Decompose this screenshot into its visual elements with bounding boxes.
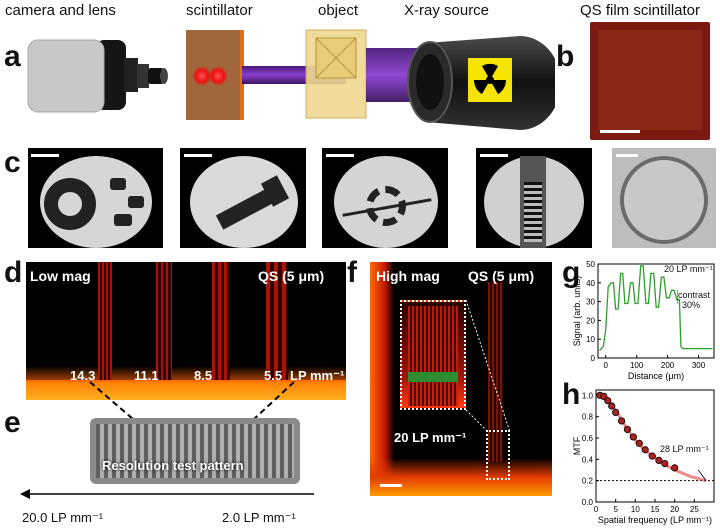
- y-tick-label-5: 50: [586, 260, 595, 269]
- scale-bar: [380, 484, 402, 487]
- panel-label-b: b: [556, 40, 575, 73]
- x-tick-label-0: 0: [604, 361, 609, 370]
- xray-source-icon: [407, 36, 555, 130]
- xray-image-gear: [322, 148, 448, 248]
- scintillator-label: scintillator: [186, 2, 253, 19]
- panel-label-g: g: [562, 256, 581, 289]
- low-mag-material: QS (5 μm): [258, 268, 325, 284]
- mtf-point-2: [604, 397, 612, 405]
- mtf-point-11: [655, 456, 663, 465]
- g-contrast-value: 30%: [682, 300, 701, 310]
- annotation-arrow: [697, 469, 707, 481]
- y-tick-label-0: 0.0: [582, 498, 594, 507]
- panel-label-a: a: [4, 40, 21, 73]
- y-tick-label-2: 0.4: [582, 455, 594, 464]
- y-tick-label-0: 0: [591, 354, 596, 363]
- x-tick-label-3: 300: [692, 361, 706, 370]
- x-tick-label-1: 5: [613, 505, 618, 514]
- mtf-point-13: [671, 464, 679, 472]
- panel-label-d: d: [4, 256, 23, 289]
- y-tick-label-4: 40: [586, 279, 595, 288]
- y-axis-label: Signal (arb. units): [572, 276, 582, 347]
- camera-icon: [27, 39, 168, 113]
- qs-film-title: QS film scintillator: [580, 2, 701, 19]
- x-axis-label: Spatial frequency (LP mm⁻¹): [598, 515, 712, 525]
- x-tick-label-0: 0: [594, 505, 599, 514]
- xray-image-screw: [180, 148, 306, 248]
- h-annotation: 28 LP mm⁻¹: [660, 444, 709, 454]
- xray-source-label: X-ray source: [404, 2, 490, 19]
- left-freq-label: 20.0 LP mm⁻¹: [22, 510, 104, 525]
- g-contrast-label: contrast: [678, 290, 711, 300]
- camera-lens-label: camera and lens: [5, 2, 116, 19]
- signal-series-line: [599, 265, 713, 351]
- xray-image-spring: [476, 148, 592, 248]
- low-mag-image: Low mag QS (5 μm) 14.3 11.1 8.5 5.5 LP m…: [26, 262, 346, 400]
- x-tick-label-4: 20: [670, 505, 679, 514]
- y-tick-label-2: 20: [586, 316, 595, 325]
- x-tick-label-5: 25: [690, 505, 699, 514]
- xray-image-ring: [28, 148, 163, 248]
- panel-label-c: c: [4, 146, 21, 179]
- roi-box: [486, 430, 510, 480]
- y-tick-label-4: 0.8: [582, 413, 594, 422]
- right-freq-label: 2.0 LP mm⁻¹: [222, 510, 296, 525]
- x-tick-label-2: 200: [661, 361, 675, 370]
- profile-line: [408, 372, 458, 382]
- panel-label-e: e: [4, 406, 21, 439]
- mtf-point-8: [635, 439, 643, 447]
- mtf-point-9: [641, 446, 649, 454]
- y-tick-label-1: 10: [586, 335, 595, 344]
- freq-label-2: 11.1: [134, 368, 159, 383]
- high-mag-material: QS (5 μm): [468, 268, 535, 284]
- y-tick-label-5: 1.0: [582, 391, 594, 400]
- high-mag-image: High mag QS (5 μm) 20 LP mm⁻¹: [370, 262, 552, 496]
- freq-label-1: 14.3: [70, 368, 96, 383]
- x-tick-label-1: 100: [630, 361, 644, 370]
- mtf-point-5: [617, 417, 626, 425]
- x-tick-label-3: 15: [651, 505, 660, 514]
- scale-bar: [600, 130, 640, 133]
- mtf-point-10: [648, 452, 656, 460]
- object-icon: [305, 29, 367, 119]
- setup-diagram: [27, 29, 555, 130]
- x-tick-label-2: 10: [631, 505, 640, 514]
- y-tick-label-3: 0.6: [582, 434, 594, 443]
- high-mag-freq: 20 LP mm⁻¹: [394, 430, 467, 445]
- resolution-test-pattern-photo: Resolution test pattern: [90, 418, 300, 484]
- plot-frame: [597, 263, 715, 359]
- qs-film-photo: [590, 22, 710, 140]
- low-mag-title: Low mag: [30, 268, 91, 284]
- high-mag-title: High mag: [376, 268, 440, 284]
- freq-label-4: 5.5: [264, 368, 283, 383]
- y-tick-label-1: 0.2: [582, 477, 594, 486]
- freq-arrow: [20, 489, 314, 499]
- pattern-caption: Resolution test pattern: [102, 458, 244, 473]
- g-annotation: 20 LP mm⁻¹: [664, 264, 713, 274]
- xray-image-film: [612, 148, 716, 248]
- mtf-point-6: [623, 425, 632, 434]
- panel-label-f: f: [347, 256, 357, 289]
- object-label: object: [318, 2, 359, 19]
- y-axis-label: MTF: [572, 436, 582, 455]
- y-tick-label-3: 30: [586, 298, 595, 307]
- mtf-point-4: [612, 408, 620, 416]
- mtf-point-12: [661, 460, 669, 468]
- panel-label-h: h: [562, 378, 581, 411]
- mtf-point-7: [629, 433, 637, 441]
- inset-zoom: [400, 300, 466, 410]
- mtf-point-3: [608, 402, 616, 410]
- freq-label-3: 8.5: [194, 368, 213, 383]
- scintillator-icon: [186, 30, 244, 120]
- x-axis-label: Distance (μm): [628, 371, 684, 381]
- freq-unit: LP mm⁻¹: [290, 368, 345, 383]
